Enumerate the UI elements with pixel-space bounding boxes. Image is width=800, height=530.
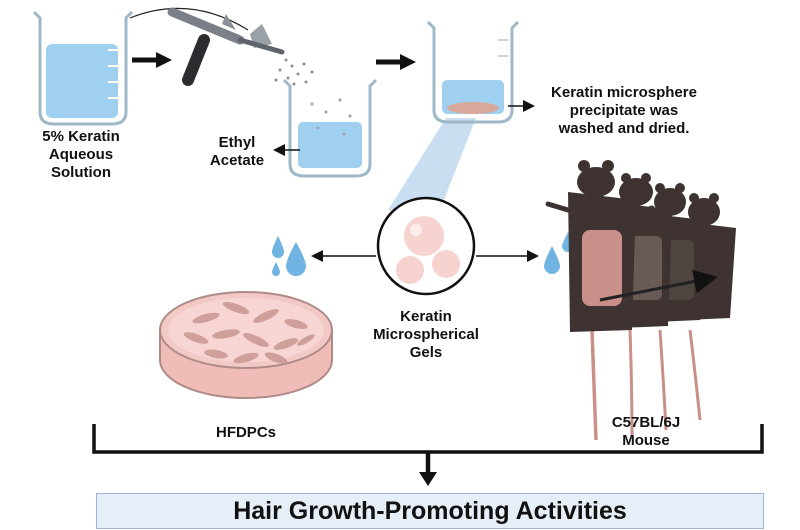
- beaker-icon: [32, 10, 134, 126]
- keratin-solution-label: 5% Keratin Aqueous Solution: [42, 128, 120, 181]
- water-drop-icon: [272, 236, 306, 276]
- spray-droplets: [274, 58, 314, 86]
- petri-dish-icon: [159, 291, 333, 399]
- zoom-beam: [388, 118, 476, 210]
- beaker-icon: [282, 78, 378, 178]
- hfdpcs-label: HFDPCs: [215, 424, 276, 441]
- ethyl-acetate-label: Ethyl Acetate: [209, 134, 265, 169]
- result-box: Hair Growth-Promoting Activities: [96, 493, 764, 529]
- result-text: Hair Growth-Promoting Activities: [233, 496, 627, 525]
- mouse-label: C57BL/6J Mouse: [611, 414, 681, 449]
- precipitate-label: Keratin microsphere precipitate was wash…: [551, 84, 697, 137]
- beaker-icon: [426, 20, 520, 124]
- microspherical-gels-label: Keratin Microspherical Gels: [373, 308, 479, 361]
- airbrush-icon: [129, 7, 285, 86]
- microsphere-icon: [376, 196, 476, 296]
- result-arrow-head: [419, 472, 437, 486]
- mouse-group-arrow: [599, 269, 718, 302]
- step-arrow-2-head: [400, 54, 416, 70]
- step-arrow-1-head: [156, 52, 172, 68]
